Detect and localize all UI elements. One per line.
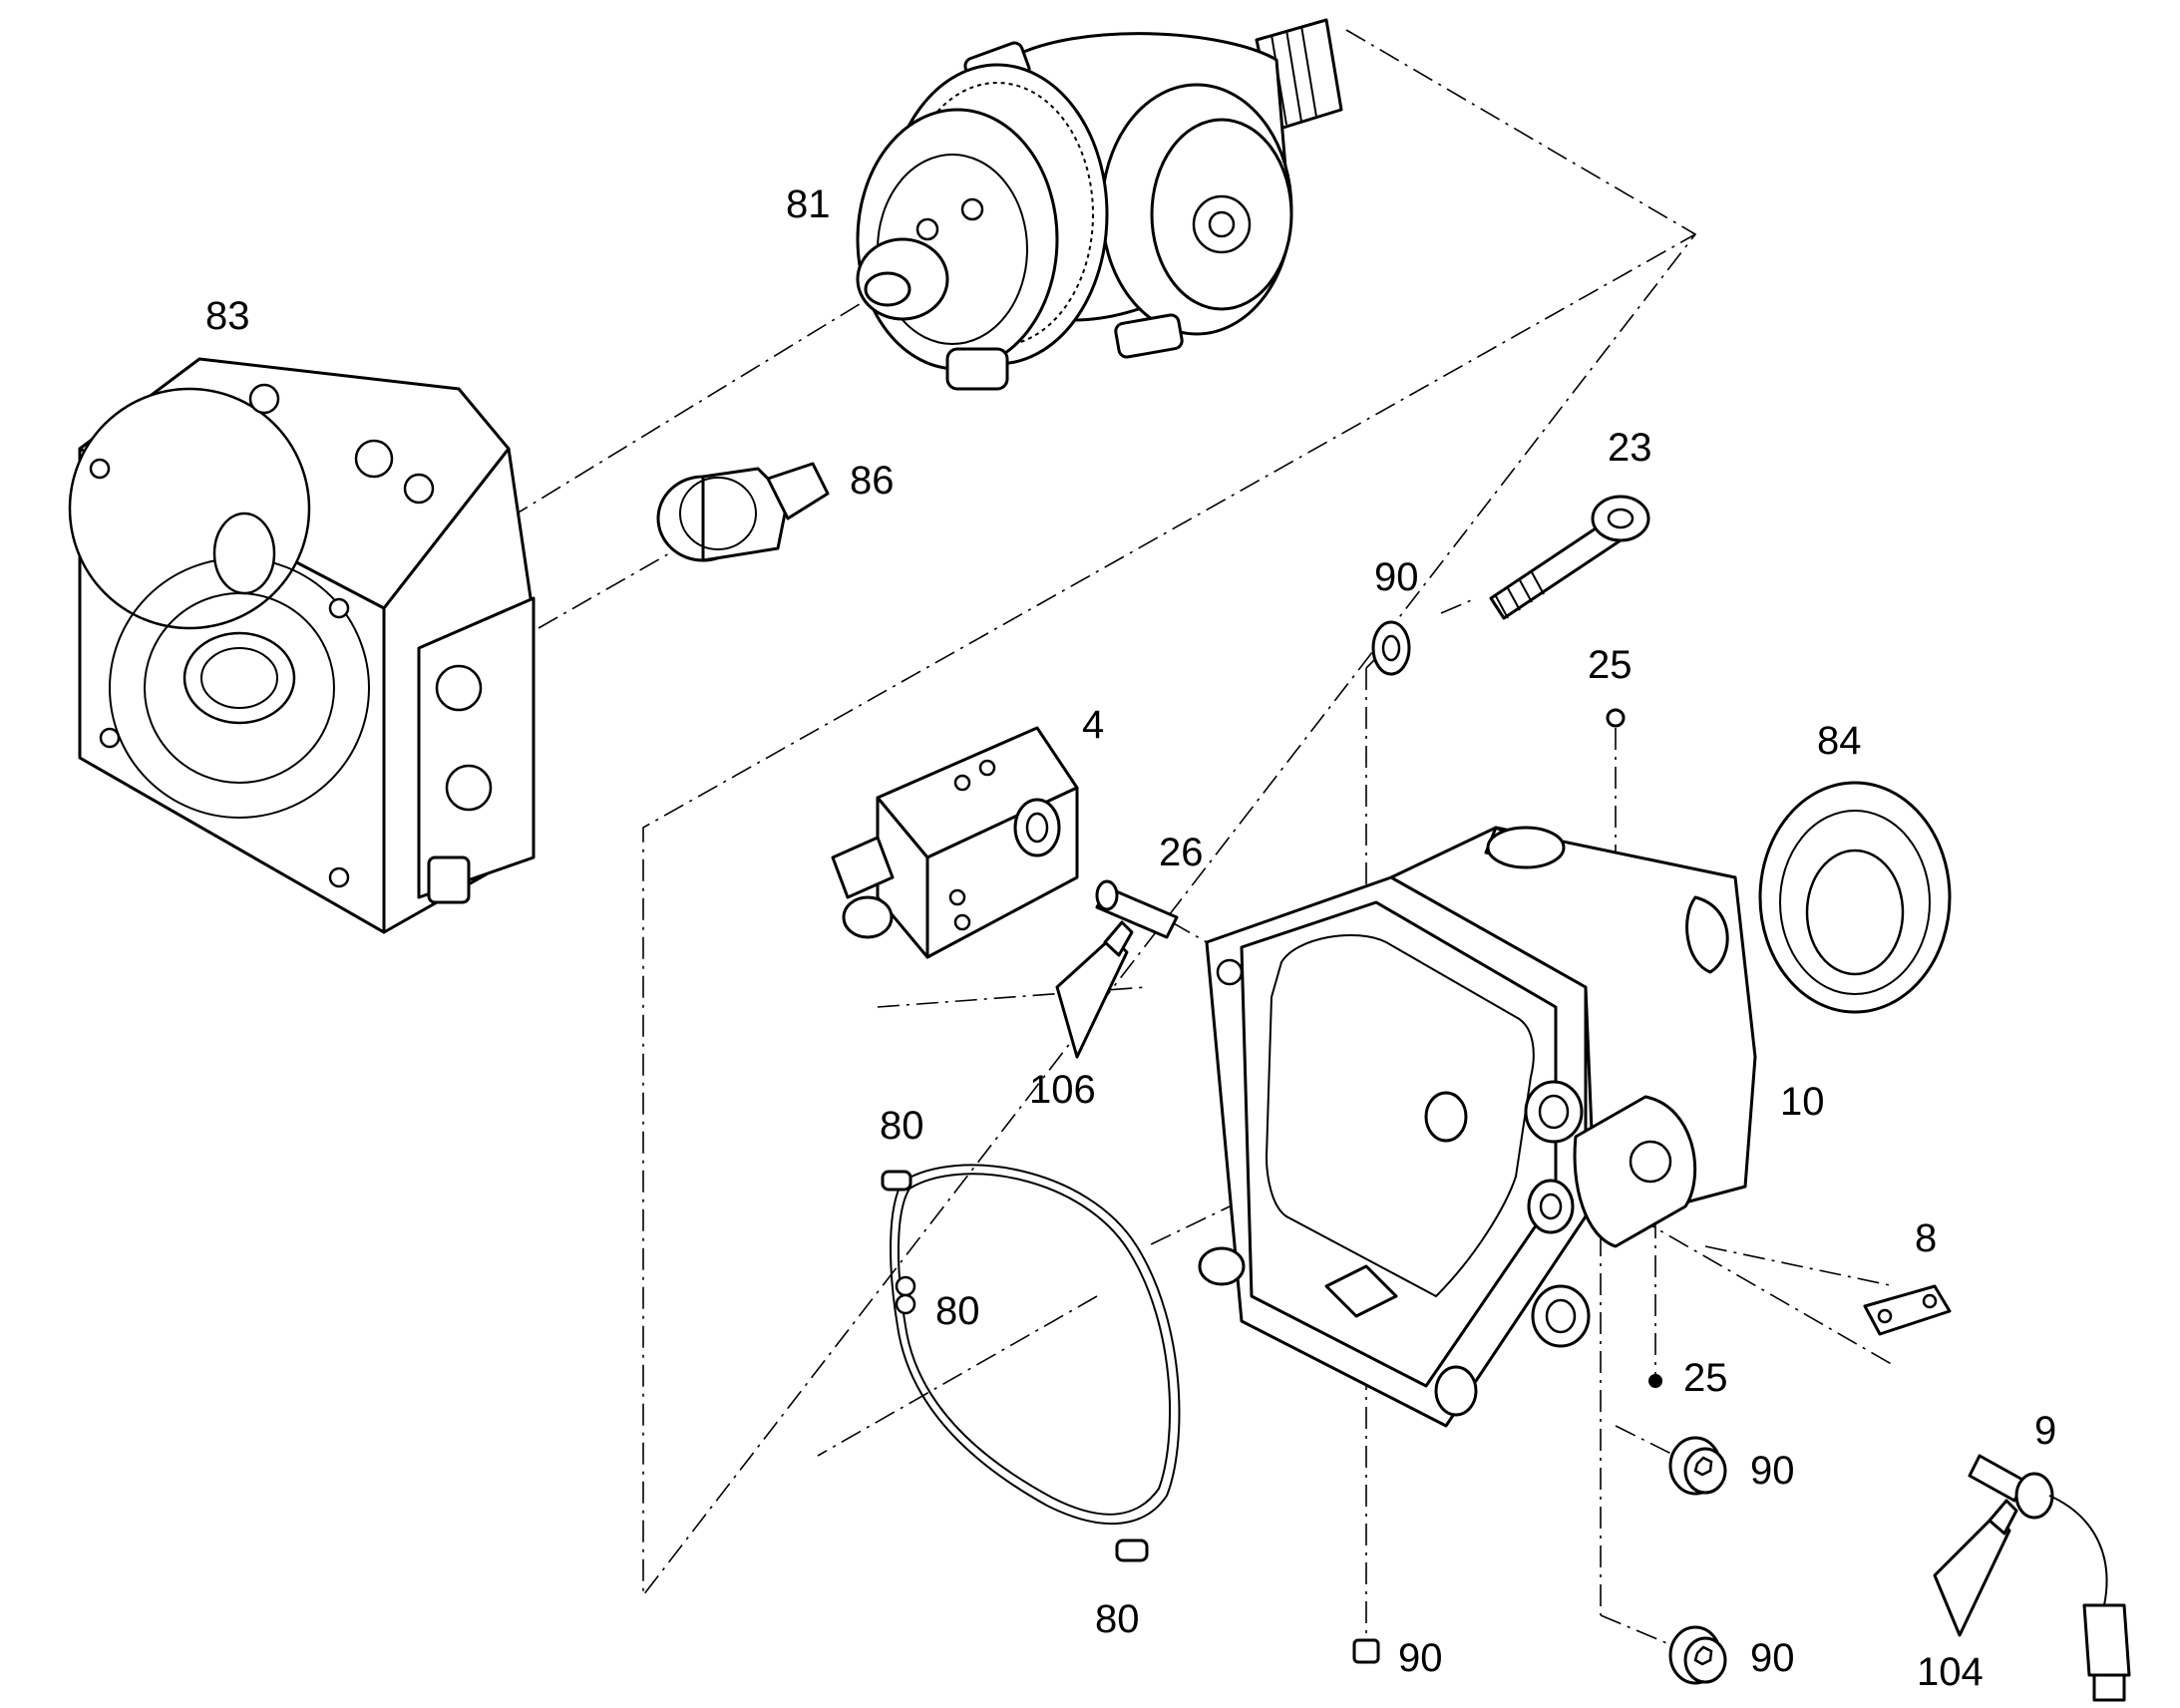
label-86: 86: [850, 459, 895, 503]
label-84: 84: [1817, 719, 1862, 763]
part-90-plug-bottom-right: [1668, 1625, 1727, 1685]
label-25-top: 25: [1588, 643, 1633, 687]
part-8-cover-plate: [1863, 1284, 1952, 1336]
part-90-washer-top: [1371, 620, 1411, 676]
part-10-main-housing: [1198, 826, 1757, 1428]
label-80-top: 80: [880, 1104, 924, 1148]
label-10: 10: [1780, 1080, 1825, 1124]
part-106-sealant-tube: [1055, 920, 1134, 1059]
callout-labels: 81 83 86 23 90 25 4 84 26 106 10 80 80 8…: [205, 182, 2056, 1694]
label-80-bottom: 80: [1095, 1597, 1140, 1641]
part-84-seal: [1758, 781, 1952, 1014]
part-80-gasket: [881, 1164, 1181, 1562]
label-90-top: 90: [1374, 555, 1419, 599]
part-9-sensor: [1968, 1454, 2131, 1702]
label-8: 8: [1915, 1216, 1937, 1260]
label-23: 23: [1608, 426, 1652, 470]
part-83-end-housing: [68, 357, 536, 934]
label-25-bottom: 25: [1683, 1356, 1728, 1400]
label-90-bottom-left: 90: [1398, 1636, 1443, 1680]
label-81: 81: [786, 182, 831, 226]
part-25-plug-top: [1606, 708, 1626, 728]
label-80-mid: 80: [935, 1289, 980, 1333]
label-26: 26: [1159, 831, 1204, 874]
label-90-middle: 90: [1750, 1449, 1795, 1493]
part-25-plug-bottom: [1648, 1374, 1662, 1388]
part-23-bolt: [1489, 495, 1650, 620]
part-4-valve-block: [831, 726, 1079, 959]
label-90-bottom-right: 90: [1750, 1636, 1795, 1680]
label-106: 106: [1029, 1068, 1096, 1112]
part-104-sealant-tube: [1933, 1499, 2018, 1637]
part-86-plug: [656, 462, 830, 562]
part-81-drive-assembly: [856, 18, 1343, 391]
part-90-plug-middle: [1668, 1436, 1727, 1496]
label-9: 9: [2034, 1409, 2056, 1453]
part-26-pin: [1095, 879, 1179, 939]
part-90-plug-bottom-left: [1352, 1638, 1380, 1664]
label-104: 104: [1917, 1650, 1984, 1694]
label-4: 4: [1082, 703, 1104, 747]
label-83: 83: [205, 294, 250, 338]
